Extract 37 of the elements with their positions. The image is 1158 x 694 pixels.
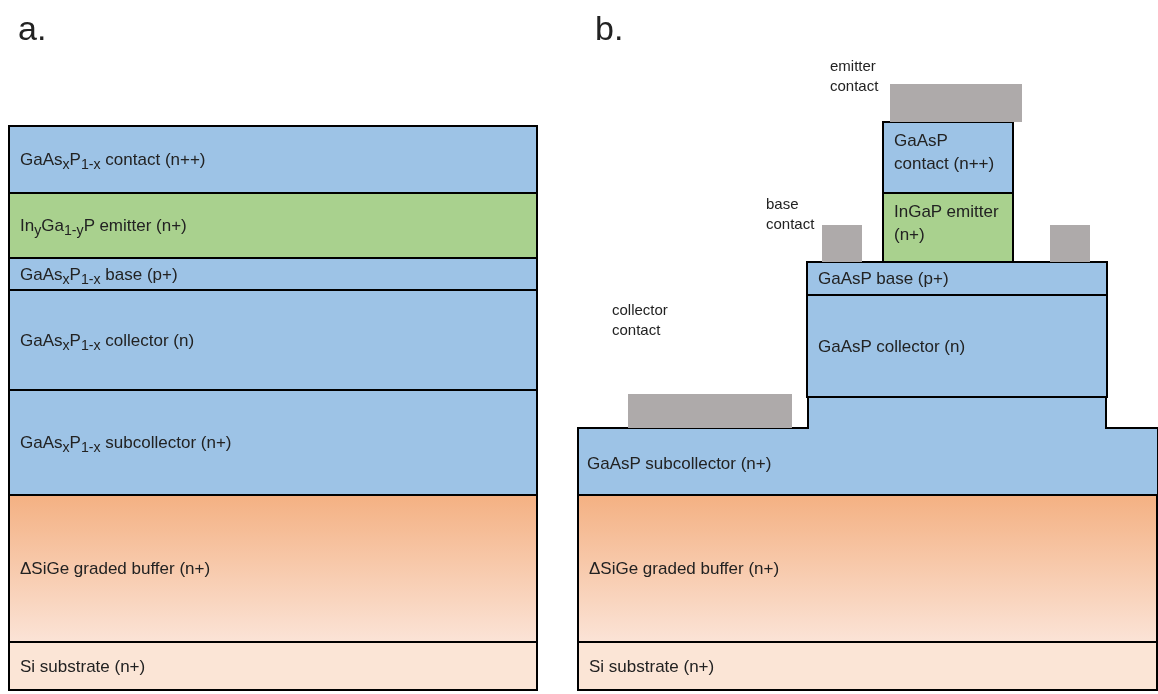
semiconductor-layer — [8, 257, 538, 291]
semiconductor-layer — [806, 294, 1108, 398]
layer-label: GaAsP subcollector (n+) — [587, 453, 772, 475]
contact-pad — [1050, 225, 1090, 262]
layer-label: Si substrate (n+) — [589, 655, 715, 678]
contact-label: emitter contact — [830, 56, 880, 96]
semiconductor-layer — [8, 125, 538, 194]
layer-label: In$_{y}$Ga$_{1-y}$P emitter (n+) — [20, 215, 187, 241]
semiconductor-layer — [8, 289, 538, 391]
layer-label: GaAs$_{x}$P$_{1-x}$ collector (n) — [20, 329, 195, 355]
contact-label: base contact — [766, 194, 816, 234]
semiconductor-layer — [577, 494, 1158, 643]
layer-label: GaAsP base (p+) — [818, 268, 949, 290]
semiconductor-layer — [8, 641, 538, 691]
layer-label: InGaP emitter (n+) — [894, 201, 1000, 246]
layer-label: Si substrate (n+) — [20, 655, 146, 678]
semiconductor-layer — [8, 494, 538, 643]
layer-label: GaAsP contact (n++) — [894, 130, 996, 175]
panel-label: a. — [18, 8, 47, 48]
semiconductor-layer — [882, 192, 1014, 263]
panel-label: b. — [595, 8, 624, 48]
semiconductor-layer — [8, 389, 538, 496]
contact-label: collector contact — [612, 300, 669, 340]
semiconductor-layer — [577, 396, 1158, 496]
semiconductor-layer — [806, 261, 1108, 296]
layer-label: GaAsP collector (n) — [818, 335, 966, 358]
contact-pad — [822, 225, 862, 262]
semiconductor-layer — [8, 192, 538, 259]
layer-label: ΔSiGe graded buffer (n+) — [20, 558, 211, 580]
layer-label: ΔSiGe graded buffer (n+) — [589, 558, 780, 580]
layer-label: GaAs$_{x}$P$_{1-x}$ subcollector (n+) — [20, 432, 232, 458]
semiconductor-layer — [882, 121, 1014, 194]
contact-pad — [890, 84, 1022, 122]
layer-label: GaAs$_{x}$P$_{1-x}$ base (p+) — [20, 263, 178, 289]
layer-label: GaAs$_{x}$P$_{1-x}$ contact (n++) — [20, 149, 206, 175]
contact-pad — [628, 394, 792, 428]
semiconductor-layer — [577, 641, 1158, 691]
